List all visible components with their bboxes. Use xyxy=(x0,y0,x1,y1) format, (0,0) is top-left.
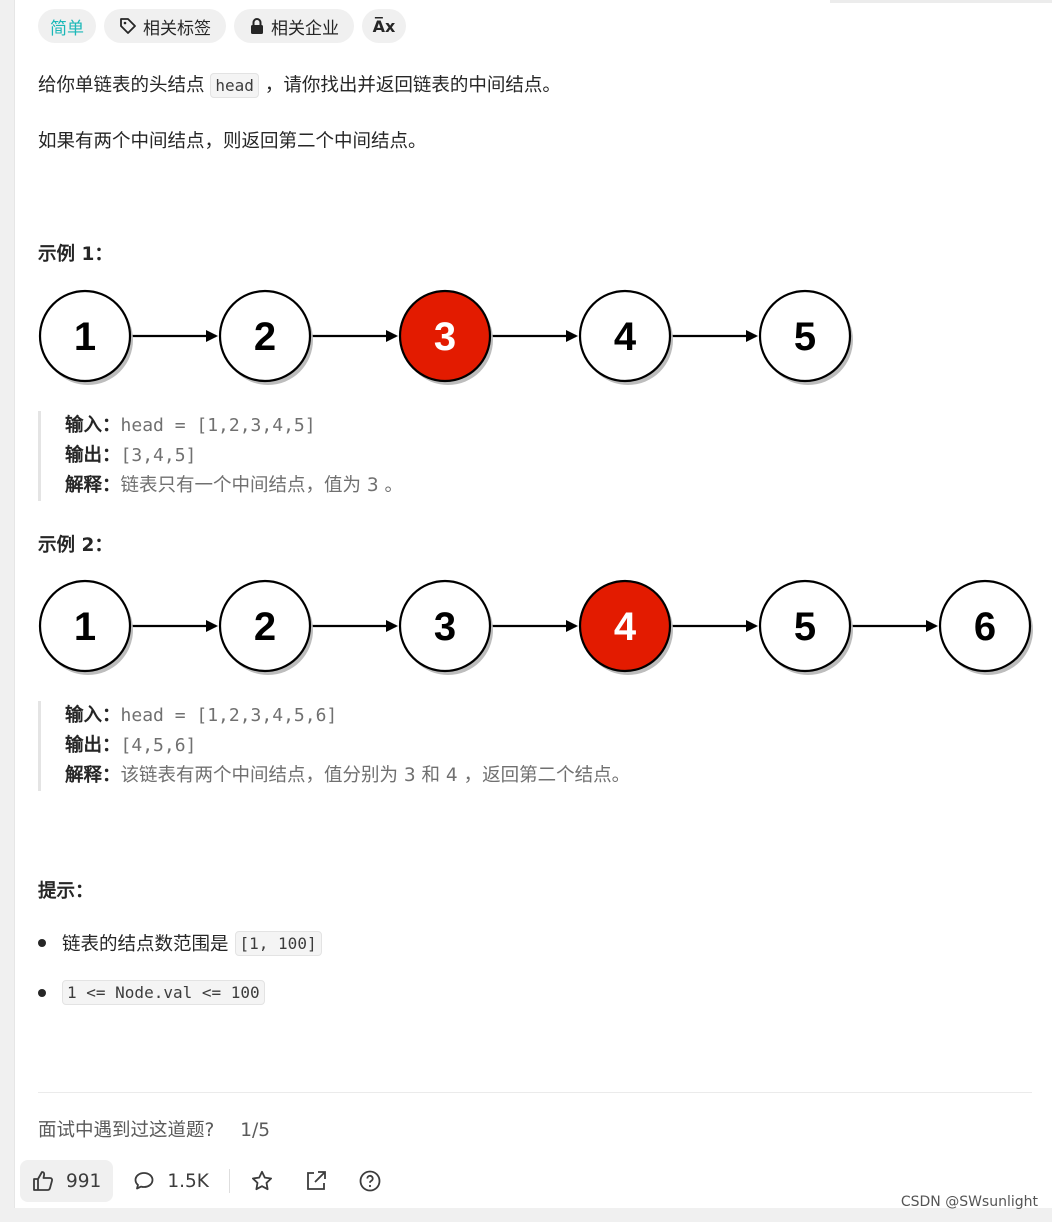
related-tags-button[interactable]: 相关标签 xyxy=(104,9,226,43)
node-value: 3 xyxy=(434,605,456,649)
translate-button[interactable]: A̅x xyxy=(362,9,406,43)
tag-icon xyxy=(119,17,137,35)
explain-label: 解释： xyxy=(65,475,121,496)
bullet xyxy=(38,988,46,997)
interview-question[interactable]: 面试中遇到过这道题? xyxy=(38,1120,215,1141)
constraint-code: 1 <= Node.val <= 100 xyxy=(62,980,265,1005)
list-node: 3 xyxy=(398,579,493,675)
action-bar: 991 1.5K xyxy=(20,1160,382,1202)
inline-code-head: head xyxy=(210,73,259,98)
thumbs-up-icon xyxy=(32,1170,54,1192)
node-value: 3 xyxy=(434,315,456,359)
list-node: 4 xyxy=(578,579,673,675)
node-value: 1 xyxy=(74,605,96,649)
output-value: [3,4,5] xyxy=(120,445,197,466)
list-node: 5 xyxy=(758,579,853,675)
example-2-block: 输入：head = [1,2,3,4,5,6] 输出：[4,5,6] 解释：该链… xyxy=(38,701,630,791)
divider xyxy=(38,1092,1032,1093)
list-node: 1 xyxy=(38,579,133,675)
interview-fraction: 1/5 xyxy=(240,1120,270,1141)
input-value: head = [1,2,3,4,5,6] xyxy=(120,705,338,726)
lock-icon xyxy=(249,17,265,35)
node-value: 5 xyxy=(794,605,816,649)
like-button[interactable]: 991 xyxy=(20,1160,114,1202)
input-label: 输入： xyxy=(65,415,121,436)
example-1-diagram: 1 2 3 4 5 xyxy=(38,289,853,385)
example-2-title: 示例 2： xyxy=(38,535,113,556)
like-count: 991 xyxy=(66,1170,102,1192)
help-button[interactable] xyxy=(358,1169,382,1193)
description-text: 给你单链表的头结点 xyxy=(38,75,205,96)
node-value: 4 xyxy=(614,605,637,649)
node-value: 2 xyxy=(254,315,276,359)
example-2-diagram: 1 2 3 4 5 6 xyxy=(38,579,1033,675)
description-line-2: 如果有两个中间结点，则返回第二个中间结点。 xyxy=(38,131,427,152)
translate-icon: A̅x xyxy=(372,16,396,36)
share-button[interactable] xyxy=(304,1169,328,1193)
separator xyxy=(228,1169,230,1193)
node-value: 6 xyxy=(974,605,996,649)
difficulty-badge[interactable]: 简单 xyxy=(38,9,96,43)
interview-prompt: 面试中遇到过这道题? 1/5 xyxy=(38,1116,270,1142)
comments-button[interactable]: 1.5K xyxy=(133,1170,209,1192)
share-icon xyxy=(304,1169,328,1193)
comment-icon xyxy=(133,1170,155,1192)
related-tags-label: 相关标签 xyxy=(143,18,211,39)
input-label: 输入： xyxy=(65,705,121,726)
list-node: 5 xyxy=(758,289,853,385)
constraints-title: 提示： xyxy=(38,881,94,902)
comment-count: 1.5K xyxy=(167,1170,209,1192)
tag-row: 简单 相关标签 相关企业 A̅x xyxy=(38,9,406,43)
node-value: 1 xyxy=(74,315,96,359)
list-node: 1 xyxy=(38,289,133,385)
list-node: 4 xyxy=(578,289,673,385)
top-shadow xyxy=(830,0,1052,3)
node-value: 5 xyxy=(794,315,816,359)
example-1-block: 输入：head = [1,2,3,4,5] 输出：[3,4,5] 解释：链表只有… xyxy=(38,411,403,501)
list-node: 2 xyxy=(218,579,313,675)
example-1-title: 示例 1： xyxy=(38,244,113,265)
related-companies-button[interactable]: 相关企业 xyxy=(234,9,354,43)
list-item: 链表的结点数范围是 [1, 100] xyxy=(38,930,322,956)
star-icon xyxy=(250,1169,274,1193)
description-line-1: 给你单链表的头结点 head ，请你找出并返回链表的中间结点。 xyxy=(38,71,561,98)
output-value: [4,5,6] xyxy=(120,735,197,756)
description-text: ，请你找出并返回链表的中间结点。 xyxy=(264,75,561,96)
favorite-button[interactable] xyxy=(250,1169,274,1193)
output-label: 输出： xyxy=(65,735,121,756)
input-value: head = [1,2,3,4,5] xyxy=(120,415,316,436)
list-node: 3 xyxy=(398,289,493,385)
question-circle-icon xyxy=(358,1169,382,1193)
list-node: 6 xyxy=(938,579,1033,675)
constraint-code: [1, 100] xyxy=(234,930,322,956)
node-value: 2 xyxy=(254,605,276,649)
watermark: CSDN @SWsunlight xyxy=(900,1194,1038,1210)
bullet xyxy=(38,939,46,947)
related-companies-label: 相关企业 xyxy=(271,18,339,39)
explain-value: 链表只有一个中间结点，值为 3 。 xyxy=(120,475,404,496)
constraint-text: 链表的结点数范围是 xyxy=(62,934,229,955)
explain-label: 解释： xyxy=(65,765,121,786)
output-label: 输出： xyxy=(65,445,121,466)
node-value: 4 xyxy=(614,315,637,359)
explain-value: 该链表有两个中间结点，值分别为 3 和 4 ，返回第二个结点。 xyxy=(120,765,631,786)
list-node: 2 xyxy=(218,289,313,385)
problem-panel xyxy=(14,0,1052,1208)
list-item: 1 <= Node.val <= 100 xyxy=(38,980,265,1005)
